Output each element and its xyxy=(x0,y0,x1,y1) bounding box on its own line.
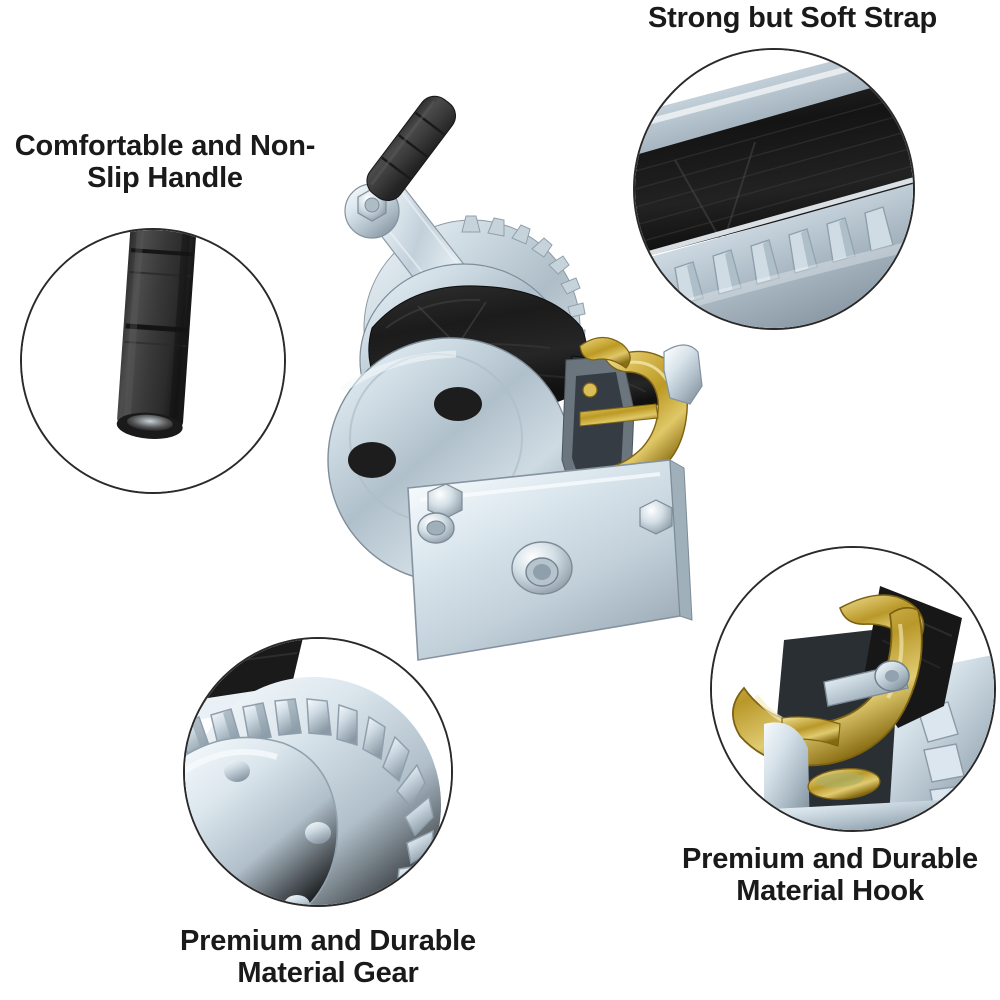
label-strong-but-soft-strap: Strong but Soft Strap xyxy=(648,2,937,34)
drum-hole xyxy=(348,442,396,478)
callout-circle-strap xyxy=(633,48,915,330)
hex-bolt xyxy=(639,499,673,535)
label-comfortable-non-slip-handle: Comfortable and Non- Slip Handle xyxy=(14,130,316,195)
bracket-ear xyxy=(663,344,703,405)
mounting-plate xyxy=(407,459,693,661)
hex-bolt xyxy=(427,483,463,519)
callout-circle-gear xyxy=(183,637,453,907)
label-premium-durable-material-gear: Premium and Durable Material Gear xyxy=(180,925,476,990)
label-premium-durable-material-hook: Premium and Durable Material Hook xyxy=(682,843,978,908)
product-image-hand-winch xyxy=(250,60,770,720)
crank-handle-grip xyxy=(366,95,456,202)
callout-circle-handle xyxy=(20,228,286,494)
drum-hole xyxy=(434,387,482,421)
callout-circle-hook xyxy=(710,546,996,832)
